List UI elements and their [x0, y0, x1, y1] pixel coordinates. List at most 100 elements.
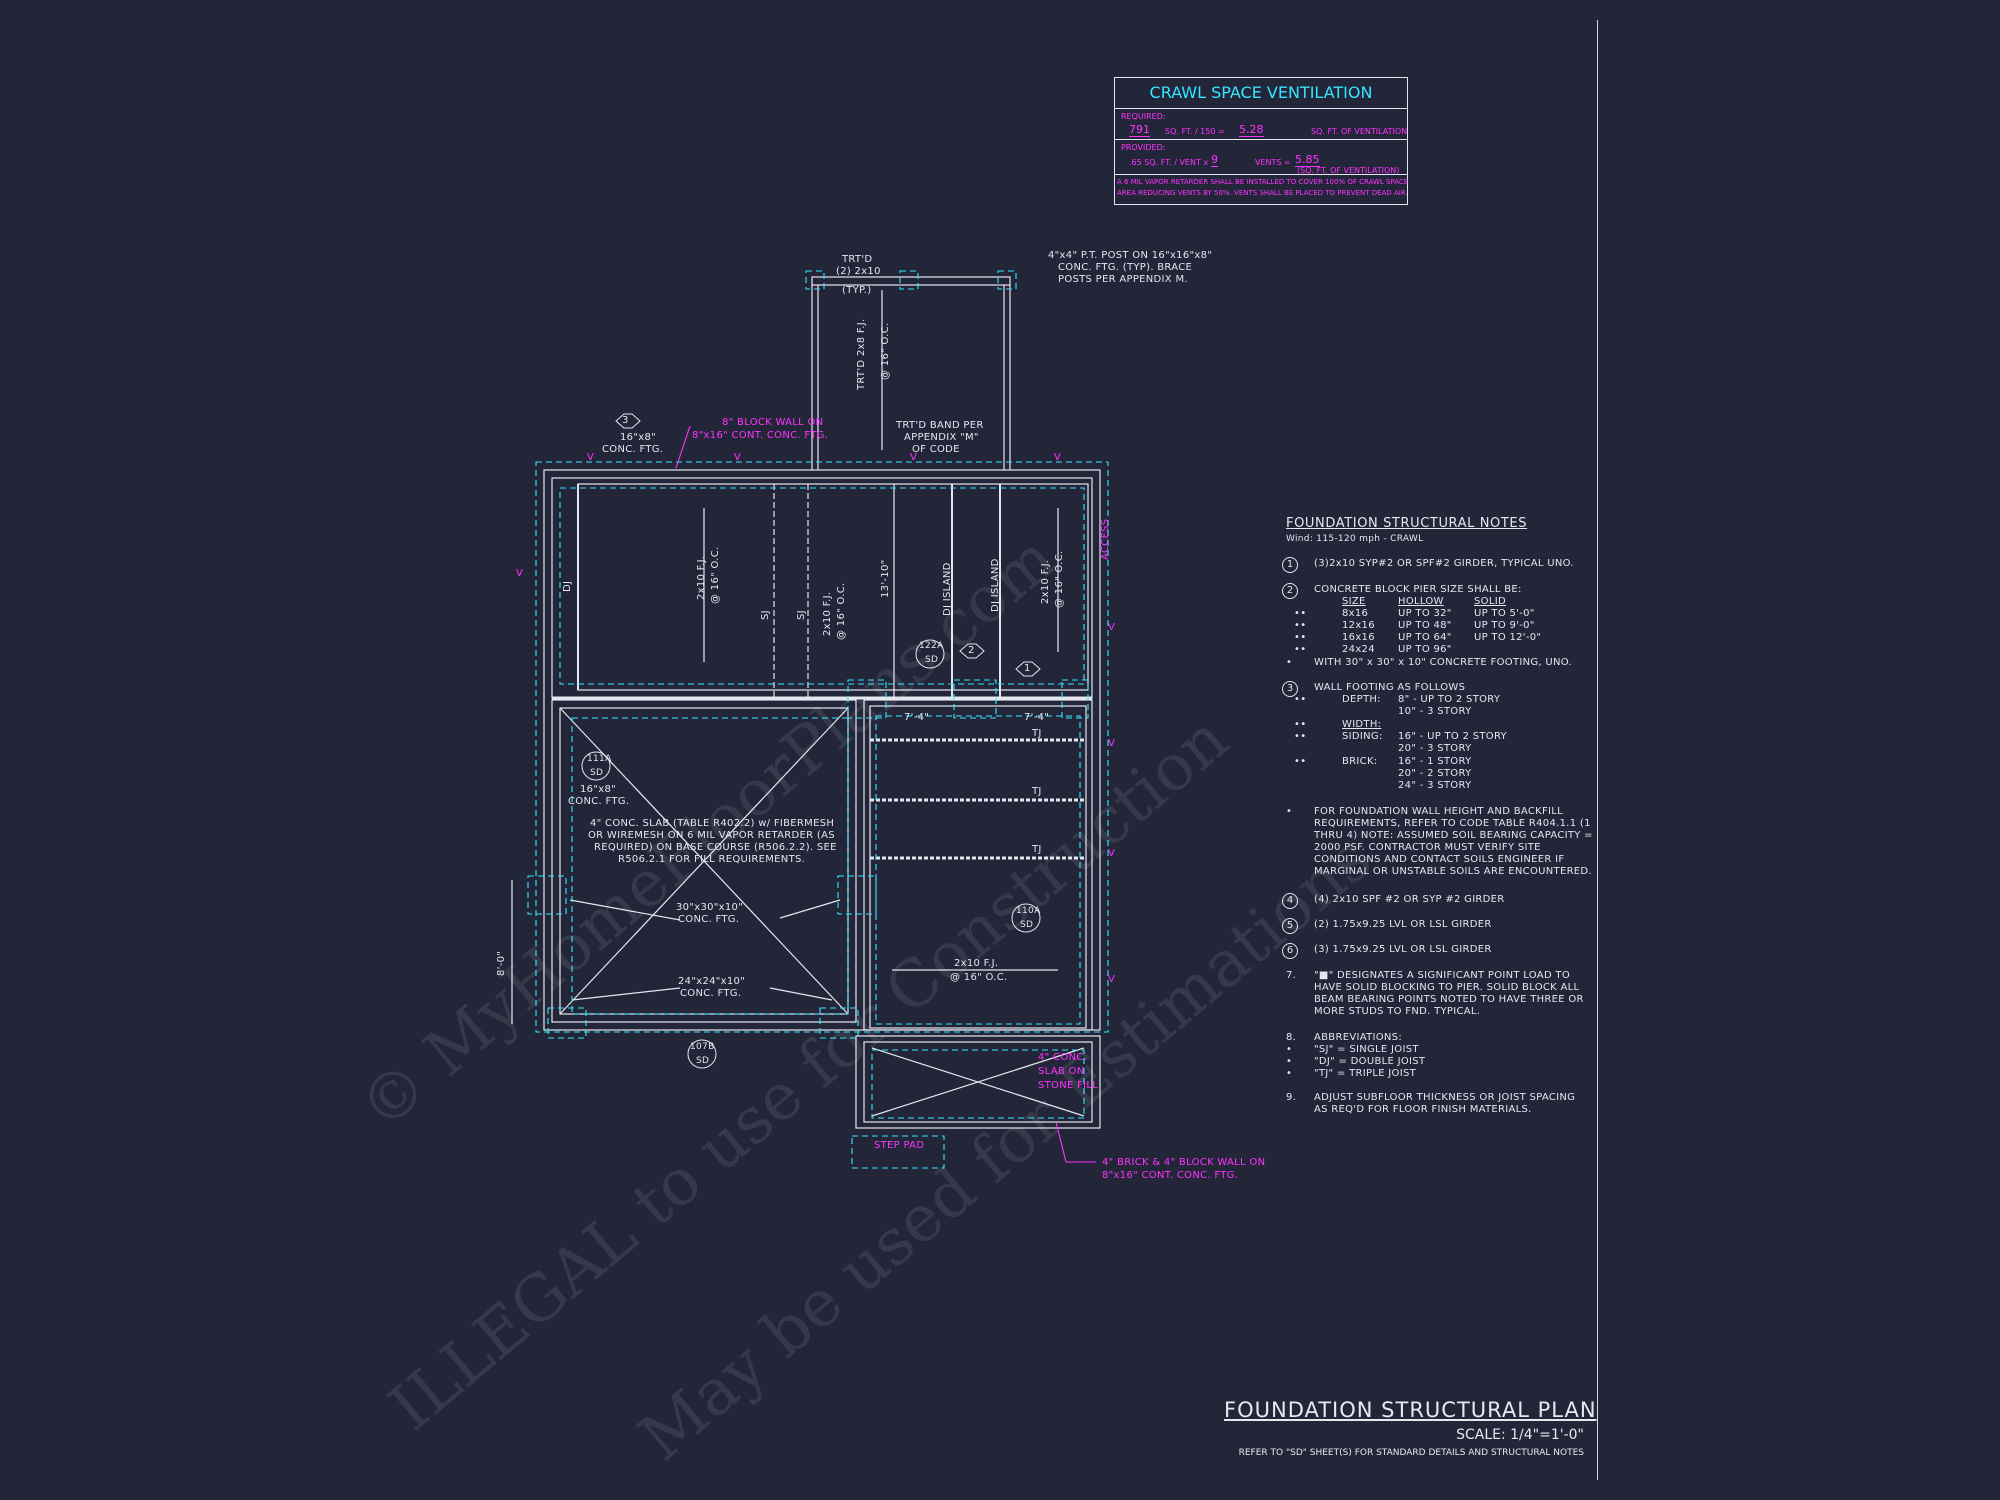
vent-marker-8: V	[1108, 848, 1116, 859]
label-trtd-typ: (TYP.)	[842, 285, 872, 296]
provided-vents-label: VENTS =	[1255, 158, 1291, 167]
label-ftg16-1: 16"x8"	[620, 432, 657, 443]
label-block-wall-1: 8" BLOCK WALL ON	[722, 417, 824, 428]
tag-circle-110a	[1011, 903, 1041, 933]
ventilation-note-2: AREA REDUCING VENTS BY 50%. VENTS SHALL …	[1117, 189, 1408, 197]
label-step-pad: STEP PAD	[874, 1140, 925, 1151]
label-tag-107b-sd: SD	[696, 1056, 710, 1066]
label-stoop-3: STONE FILL	[1038, 1080, 1099, 1091]
label-slab-1: 4" CONC. SLAB (TABLE R402.2) w/ FIBERMES…	[590, 818, 835, 829]
abbr-3: "TJ" = TRIPLE JOIST	[1314, 1068, 1417, 1079]
label-dim-8: 8'-0"	[496, 950, 507, 976]
label-dj: DJ	[562, 580, 573, 592]
label-post-3: POSTS PER APPENDIX M.	[1058, 274, 1188, 285]
label-slab-3: REQUIRED) ON BASE COURSE (R506.2.2). SEE	[594, 842, 837, 853]
label-band-1: TRT'D BAND PER	[896, 420, 984, 431]
foundation-wall-outer	[543, 469, 1101, 1031]
label-band-2: APPENDIX "M"	[904, 432, 979, 443]
vent-marker-2: V	[734, 452, 742, 463]
label-tag-2: 2	[968, 645, 975, 656]
pier-bullet-4: ••	[1294, 644, 1307, 655]
notes-title: FOUNDATION STRUCTURAL NOTES	[1286, 516, 1528, 531]
label-band-3: OF CODE	[912, 444, 960, 455]
brick-label: BRICK:	[1342, 756, 1378, 767]
tag-circle-111a	[581, 751, 611, 781]
wall-note-4: 2000 PSF. CONTRACTOR MUST VERIFY SITE	[1314, 842, 1541, 853]
label-ftg30-2: CONC. FTG.	[678, 914, 740, 925]
label-post-1: 4"x4" P.T. POST ON 16"x16"x8"	[1048, 250, 1213, 261]
pier-with-bullet: •	[1286, 657, 1293, 668]
label-stoop-2: SLAB ON	[1038, 1066, 1085, 1077]
provided-label: PROVIDED:	[1121, 143, 1166, 152]
pier-row-4-size: 24x24	[1342, 644, 1375, 655]
pier-row-1-hollow: UP TO 32"	[1398, 608, 1452, 619]
wall-note-5: CONDITIONS AND CONTACT SOILS ENGINEER IF	[1314, 854, 1565, 865]
note-6-number: 6	[1282, 943, 1298, 959]
pier-head-solid: SOLID	[1474, 596, 1506, 607]
label-sj-2: SJ	[796, 610, 807, 620]
note-9-line-1: ADJUST SUBFLOOR THICKNESS OR JOIST SPACI…	[1314, 1092, 1576, 1103]
ventilation-note-1: A 6 MIL VAPOR RETARDER SHALL BE INSTALLE…	[1117, 178, 1409, 186]
label-tag-122a-sd: SD	[925, 655, 939, 665]
required-unit: SQ. FT. OF VENTILATION	[1311, 127, 1408, 136]
sheet-border-line	[1597, 20, 1598, 1480]
label-fj-d-oc: @ 16" O.C.	[950, 972, 1008, 983]
label-block-wall-2: 8"x16" CONT. CONC. FTG.	[692, 430, 829, 441]
provided-result: 5.85	[1295, 153, 1320, 167]
note-2-text: CONCRETE BLOCK PIER SIZE SHALL BE:	[1314, 584, 1522, 595]
pier-row-2-size: 12x16	[1342, 620, 1375, 631]
depth-2: 10" - 3 STORY	[1398, 706, 1472, 717]
pier-row-4-hollow: UP TO 96"	[1398, 644, 1452, 655]
label-slab-4: R506.2.1 FOR FILL REQUIREMENTS.	[618, 854, 806, 865]
label-dim-7a: 7'-4"	[904, 712, 930, 723]
brick-bullet: ••	[1294, 756, 1307, 767]
note-8-text: ABBREVIATIONS:	[1314, 1032, 1403, 1043]
tag-hex-3	[615, 413, 641, 429]
label-tag-122a: 122A	[919, 641, 944, 651]
provided-per-vent: .65 SQ. FT. / VENT x	[1129, 158, 1209, 167]
vent-marker-7: V	[1108, 738, 1116, 749]
tag-hex-2	[959, 643, 985, 659]
label-fj-b-oc: @ 16" O.C.	[836, 582, 847, 641]
tag-circle-107b	[687, 1039, 717, 1069]
abbr-1: "SJ" = SINGLE JOIST	[1314, 1044, 1419, 1055]
label-brick-2: 8"x16" CONT. CONC. FTG.	[1102, 1170, 1239, 1181]
note-1-text: (3)2x10 SYP#2 OR SPF#2 GIRDER, TYPICAL U…	[1314, 558, 1574, 569]
label-ftg30-1: 30"x30"x10"	[676, 902, 744, 913]
label-fj-b: 2x10 F.J.	[822, 591, 833, 636]
brick-1: 16" - 1 STORY	[1398, 756, 1472, 767]
depth-1: 8" - UP TO 2 STORY	[1398, 694, 1501, 705]
pier-row-2-hollow: UP TO 48"	[1398, 620, 1452, 631]
note-7-line-2: HAVE SOLID BLOCKING TO PIER. SOLID BLOCK…	[1314, 982, 1580, 993]
wall-bullet: •	[1286, 806, 1293, 817]
note-2-number: 2	[1282, 583, 1298, 599]
required-label: REQUIRED:	[1121, 112, 1166, 121]
note-5-number: 5	[1282, 918, 1298, 934]
label-fj-c-oc: @ 16" O.C.	[1054, 550, 1065, 609]
label-tj-3: TJ	[1032, 844, 1042, 855]
required-divisor: SQ. FT. / 150 =	[1165, 127, 1225, 136]
label-brick-1: 4" BRICK & 4" BLOCK WALL ON	[1102, 1157, 1266, 1168]
label-fj-c: 2x10 F.J.	[1040, 559, 1051, 604]
note-7-number: 7.	[1286, 970, 1297, 981]
label-ftg16-2: CONC. FTG.	[602, 444, 664, 455]
label-tj-1: TJ	[1032, 728, 1042, 739]
footing-outline-outer	[535, 461, 1109, 1033]
note-4-number: 4	[1282, 893, 1298, 909]
label-post-2: CONC. FTG. (TYP). BRACE	[1058, 262, 1193, 273]
note-6-text: (3) 1.75x9.25 LVL OR LSL GIRDER	[1314, 944, 1492, 955]
pier-row-3-hollow: UP TO 64"	[1398, 632, 1452, 643]
width-label: WIDTH:	[1342, 719, 1382, 730]
label-fj-a: 2x10 F.J.	[696, 555, 707, 600]
abbr-2: "DJ" = DOUBLE JOIST	[1314, 1056, 1426, 1067]
pier-row-1-size: 8x16	[1342, 608, 1369, 619]
note-7-line-3: BEAM BEARING POINTS NOTED TO HAVE THREE …	[1314, 994, 1584, 1005]
label-dj-island-1: DJ ISLAND	[942, 562, 953, 616]
label-trtd: TRT'D	[842, 254, 873, 265]
width-bullet: ••	[1294, 719, 1307, 730]
note-7-line-4: MORE STUDS TO FND. TYPICAL.	[1314, 1006, 1481, 1017]
tag-circle-122a	[915, 639, 945, 669]
note-3-number: 3	[1282, 681, 1298, 697]
ventilation-title: CRAWL SPACE VENTILATION	[1115, 78, 1407, 109]
